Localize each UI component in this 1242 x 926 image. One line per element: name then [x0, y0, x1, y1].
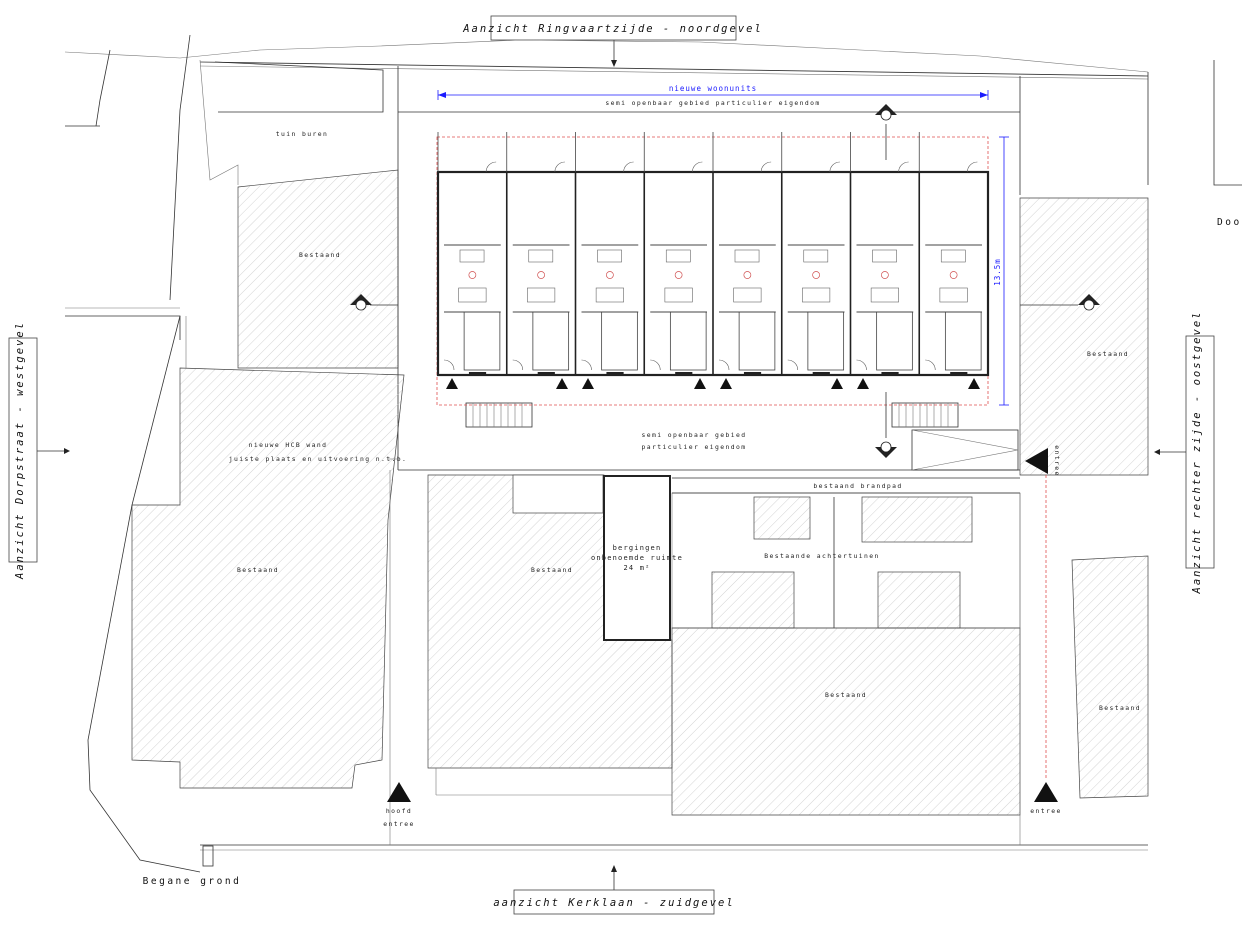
existing-label-3: Bestaand	[237, 566, 279, 574]
existing-label-1: Bestaand	[299, 251, 341, 259]
unit-entrance-marker	[720, 378, 732, 389]
west-elevation-label: Aanzicht Dorpstraat - westgevel	[14, 321, 26, 580]
section-marker-south	[875, 392, 897, 458]
main-entrance-label-2: entree	[383, 820, 415, 828]
unit-entrance-marker	[831, 378, 843, 389]
south-elevation-label: aanzicht Kerklaan - zuidgevel	[493, 897, 734, 909]
existing-block-northwest	[237, 169, 399, 369]
existing-block-east	[1019, 197, 1149, 476]
semi-public-south-label-2: particulier eigendom	[642, 443, 747, 451]
west-elevation-box	[8, 337, 38, 563]
entrance-label-east: entree	[1053, 445, 1061, 477]
back-gardens-label: Bestaande achtertuinen	[764, 552, 879, 560]
floor-name-label: Begane grond	[143, 876, 242, 887]
entrance-label-southeast: entree	[1030, 807, 1062, 815]
garden-neighbours-label: tuin buren	[276, 130, 328, 138]
main-entrance-marker	[387, 782, 411, 802]
storage-label-2: onbenoemde ruimte	[591, 554, 683, 562]
unit-entrance-marker	[694, 378, 706, 389]
hcb-wall-label-2: juiste plaats en uitvoering n.t.b.	[229, 455, 407, 463]
section-marker-west	[350, 294, 398, 311]
existing-block-southeast	[1071, 555, 1149, 799]
existing-label-6: Bestaand	[1099, 704, 1141, 712]
hcb-wall-label-1: nieuwe HCB wand	[249, 441, 328, 449]
east-elevation-box	[1185, 335, 1215, 569]
units-block	[436, 132, 990, 389]
semi-public-south-label-1: semi openbaar gebied	[642, 431, 747, 439]
existing-block-west	[131, 367, 405, 789]
storage-room	[603, 475, 671, 641]
existing-block-south	[671, 627, 1021, 816]
unit-entrance-marker	[446, 378, 458, 389]
north-elevation-box	[490, 15, 737, 41]
entrance-marker-east	[1025, 448, 1048, 474]
unit-entrance-marker	[857, 378, 869, 389]
stairs-west	[465, 402, 533, 428]
new-units-label: nieuwe woonunits	[669, 84, 757, 93]
section-marker-north	[875, 104, 897, 160]
unit-entrance-marker	[582, 378, 594, 389]
section-marker-east	[1020, 294, 1100, 311]
north-elevation-label: Aanzicht Ringvaartzijde - noordgevel	[462, 23, 763, 35]
fire-path-label: bestaand brandpad	[813, 482, 902, 490]
existing-label-4: Bestaand	[531, 566, 573, 574]
storage-area-label: 24 m²	[623, 564, 650, 572]
existing-label-2: Bestaand	[1087, 350, 1129, 358]
south-elevation-box	[513, 889, 715, 915]
stairs-east	[891, 402, 959, 428]
unit-entrance-marker	[556, 378, 568, 389]
storage-label-1: bergingen	[613, 544, 662, 552]
main-entrance-label-1: hoofd	[386, 807, 412, 815]
door-cut-label: Door	[1217, 217, 1242, 228]
entrance-marker-southeast	[1034, 782, 1058, 802]
east-elevation-label: Aanzicht rechter zijde - oostgevel	[1191, 311, 1203, 595]
semi-public-north-label: semi openbaar gebied particulier eigendo…	[605, 99, 820, 107]
dimension-label: 13.5m	[993, 258, 1002, 286]
unit-entrance-marker	[968, 378, 980, 389]
existing-label-5: Bestaand	[825, 691, 867, 699]
